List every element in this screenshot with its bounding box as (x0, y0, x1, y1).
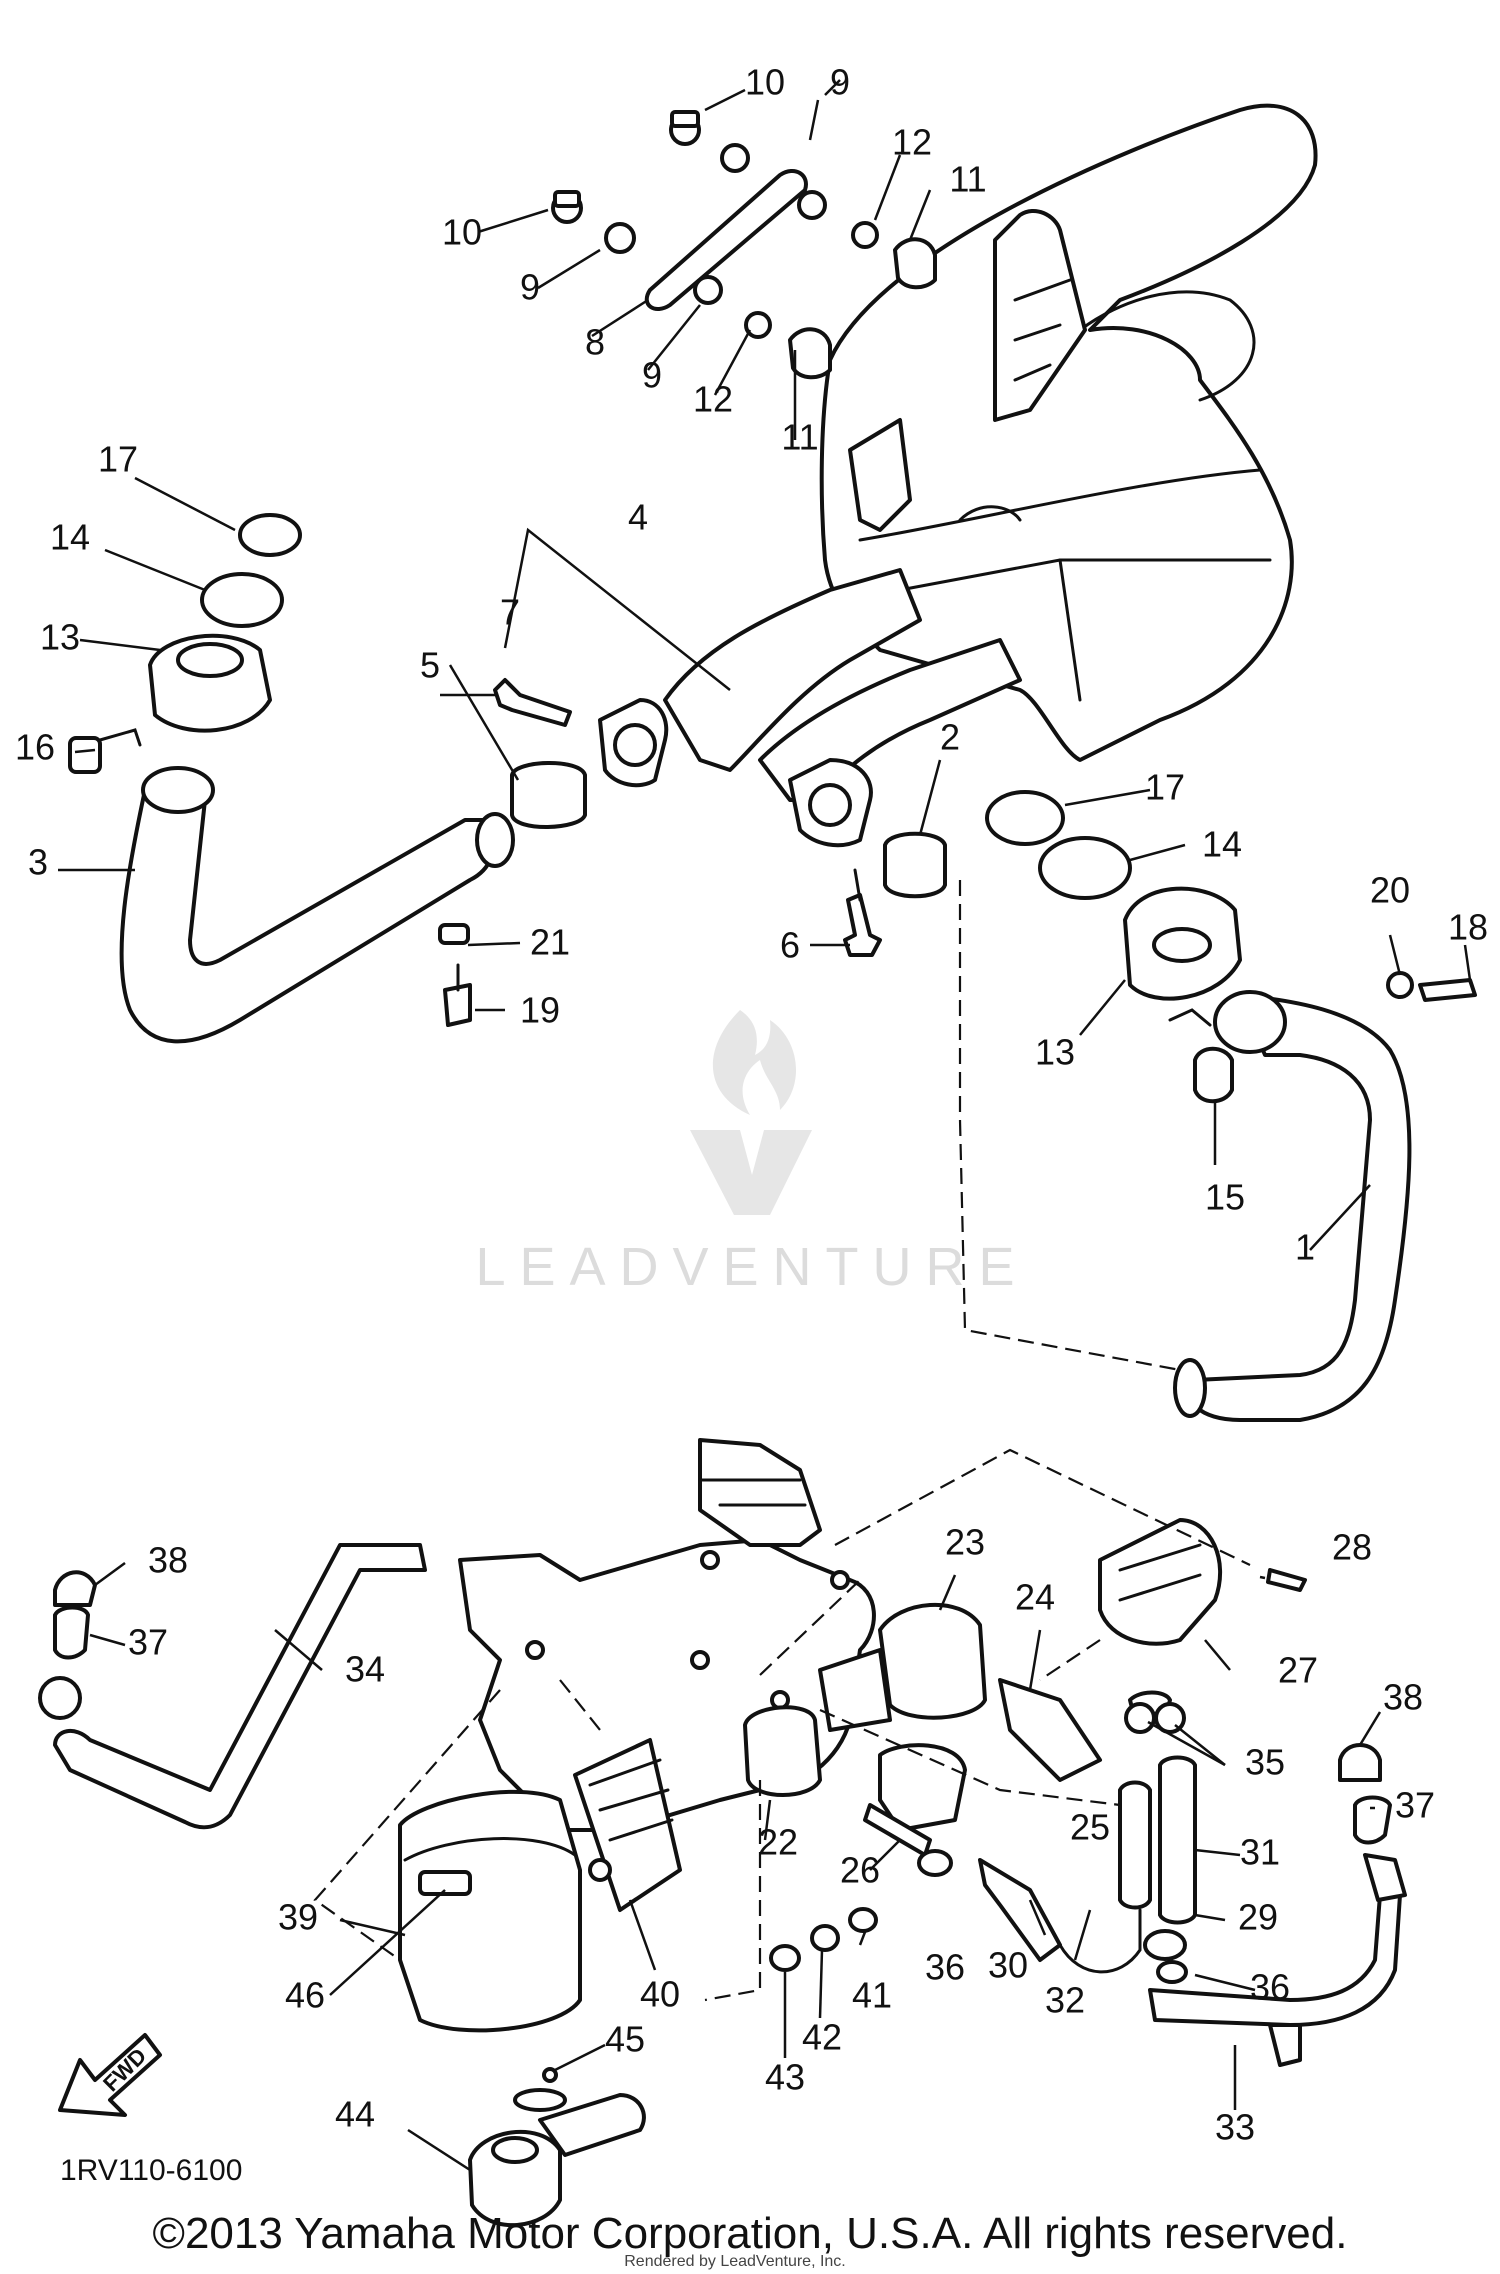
figure-code: 1RV110-6100 (60, 2154, 242, 2187)
watermark-text: LEADVENTURE (475, 1237, 1028, 1297)
callout-16: 16 (15, 727, 55, 768)
callout-20: 20 (1370, 870, 1410, 911)
callout-36b: 36 (1250, 1967, 1290, 2008)
callout-2: 2 (940, 717, 960, 758)
callout-12a: 12 (892, 122, 932, 163)
callout-4: 4 (628, 497, 648, 538)
callout-28: 28 (1332, 1527, 1372, 1568)
callout-23: 23 (945, 1522, 985, 1563)
hose-parts (978, 1755, 1402, 2067)
callout-7: 7 (500, 592, 520, 633)
callout-25: 25 (1070, 1807, 1110, 1848)
callout-38a: 38 (148, 1540, 188, 1581)
fwd-arrow: FWD (58, 2033, 162, 2117)
callout-14a: 14 (50, 517, 90, 558)
callout-26: 26 (840, 1850, 880, 1891)
left-small-parts (438, 678, 587, 1027)
bracket-8 (644, 169, 808, 311)
callout-11a: 11 (949, 159, 986, 200)
callout-12b: 12 (693, 379, 733, 420)
callout-5: 5 (420, 645, 440, 686)
callout-3: 3 (28, 842, 48, 883)
exhaust-pipe-3 (119, 766, 515, 1044)
callout-6: 6 (780, 925, 800, 966)
callout-17a: 17 (98, 439, 138, 480)
callout-15: 15 (1205, 1177, 1245, 1218)
callout-33: 33 (1215, 2107, 1255, 2148)
callout-43: 43 (765, 2057, 805, 2098)
callout-30: 30 (988, 1945, 1028, 1986)
right-clamp-parts (917, 1702, 1407, 1961)
callout-37b: 37 (1395, 1785, 1435, 1826)
callout-40: 40 (640, 1974, 680, 2015)
callout-labels: 10 9 12 11 10 9 8 9 12 11 17 14 13 16 3 … (15, 62, 1488, 2148)
render-credit: Rendered by LeadVenture, Inc. (624, 2253, 846, 2270)
copyright-notice: ©2013 Yamaha Motor Corporation, U.S.A. A… (153, 2209, 1348, 2258)
callout-39: 39 (278, 1897, 318, 1938)
callout-37a: 37 (128, 1622, 168, 1663)
callout-8: 8 (585, 322, 605, 363)
callout-29: 29 (1238, 1897, 1278, 1938)
callout-11b: 11 (781, 417, 818, 458)
callout-44: 44 (335, 2094, 375, 2135)
watermark-logo: LEADVENTURE (475, 1010, 1028, 1297)
callout-41: 41 (852, 1975, 892, 2016)
callout-24: 24 (1015, 1577, 1055, 1618)
callout-35: 35 (1245, 1742, 1285, 1783)
callout-46: 46 (285, 1975, 325, 2016)
callout-9a: 9 (830, 62, 850, 103)
callout-9b: 9 (520, 267, 540, 308)
callout-10b: 10 (442, 212, 482, 253)
callout-18: 18 (1448, 907, 1488, 948)
callout-9c: 9 (642, 355, 662, 396)
callout-21: 21 (530, 922, 570, 963)
muffler-assembly (598, 103, 1318, 848)
guide-lines (313, 880, 1251, 2002)
air-filter-parts (398, 1738, 682, 2227)
callout-1: 1 (1295, 1227, 1315, 1268)
right-flange-parts (985, 790, 1242, 1104)
callout-10a: 10 (745, 62, 785, 103)
nut-parts (769, 1907, 878, 1972)
right-small-parts (843, 831, 947, 957)
bracket-hardware (551, 110, 937, 380)
leader-lines (58, 79, 1472, 2172)
callout-13a: 13 (40, 617, 80, 658)
callout-17b: 17 (1145, 767, 1185, 808)
callout-45: 45 (605, 2019, 645, 2060)
callout-38b: 38 (1383, 1677, 1423, 1718)
callout-27: 27 (1278, 1650, 1318, 1691)
callout-22: 22 (758, 1822, 798, 1863)
callout-19: 19 (520, 990, 560, 1031)
exhaust-pipe-1 (1173, 971, 1477, 1422)
left-flange-parts (68, 513, 302, 774)
left-hose-parts (38, 1543, 427, 1830)
callout-36a: 36 (925, 1947, 965, 1988)
callout-13b: 13 (1035, 1032, 1075, 1073)
callout-31: 31 (1240, 1832, 1280, 1873)
callout-14b: 14 (1202, 824, 1242, 865)
callout-32: 32 (1045, 1980, 1085, 2021)
callout-34: 34 (345, 1649, 385, 1690)
callout-42: 42 (802, 2017, 842, 2058)
